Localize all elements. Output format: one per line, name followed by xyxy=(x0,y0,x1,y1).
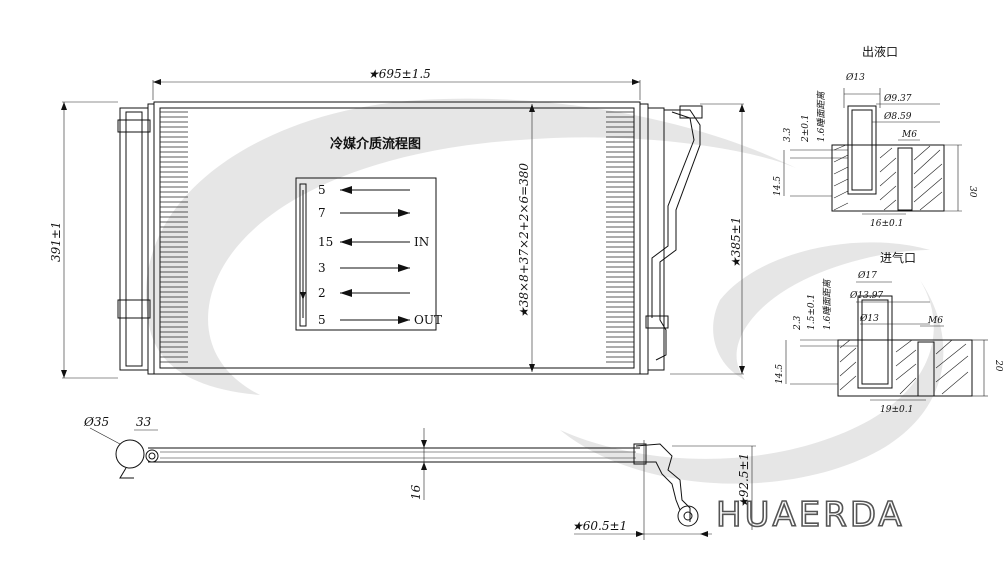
fins-right xyxy=(606,111,634,363)
flow-arrow-head xyxy=(398,316,410,324)
inlet-hatch xyxy=(839,339,969,395)
flow-arrow-head xyxy=(398,209,410,217)
flow-pass-row: 3 xyxy=(318,261,410,275)
side-h925: ★92.5±1 xyxy=(737,453,751,508)
flow-pass-row: 5 xyxy=(318,183,410,197)
inlet-w20: 20 xyxy=(993,359,1003,372)
flow-pass-count: 5 xyxy=(318,313,326,327)
outlet-h145: 14.5 xyxy=(773,176,783,196)
fins-left xyxy=(160,111,188,363)
flow-pass-row: 7 xyxy=(318,206,410,220)
inlet-h15: 1.5±0.1 xyxy=(807,294,817,330)
outlet-h33: 3.3 xyxy=(783,127,793,142)
flow-pass-count: 2 xyxy=(318,286,326,300)
outlet-d13: Ø13 xyxy=(845,72,865,83)
inlet-h16: 1.6睡面距离 xyxy=(822,278,833,330)
height-dimension-left: 391±1 xyxy=(49,221,63,262)
inlet-title: 进气口 xyxy=(880,250,916,265)
outlet-hatch xyxy=(833,144,943,211)
flow-pass-count: 7 xyxy=(318,206,326,220)
outlet-m6: M6 xyxy=(901,130,917,140)
outlet-w16: 16±0.1 xyxy=(870,219,903,229)
side-d35: Ø35 xyxy=(83,415,109,429)
inlet-m6: M6 xyxy=(927,316,943,326)
side-t16: 16 xyxy=(409,484,423,500)
flow-arrow-head xyxy=(340,238,352,246)
flow-pass-count: 15 xyxy=(318,235,333,249)
flow-pass-row: 15 IN xyxy=(318,235,429,249)
flow-diagram-title: 冷媒介质流程图 xyxy=(330,136,421,152)
brand-logo: HUAERDA xyxy=(716,495,905,535)
inlet-h23: 2.3 xyxy=(793,315,803,331)
inlet-w19: 19±0.1 xyxy=(880,405,913,415)
flow-pass-row: 2 xyxy=(318,286,410,300)
inlet-d13: Ø13 xyxy=(859,313,879,324)
flow-port-tag: IN xyxy=(414,235,429,249)
flow-arrow-head xyxy=(340,289,352,297)
flow-arrow-head xyxy=(340,186,352,194)
outlet-title: 出液口 xyxy=(862,44,898,59)
side-w605: ★60.5±1 xyxy=(572,519,627,533)
inlet-d17: Ø17 xyxy=(857,270,877,281)
side-d33: 33 xyxy=(136,415,152,429)
outlet-w30: 30 xyxy=(967,186,977,198)
outlet-d9-37: Ø9.37 xyxy=(883,93,912,104)
watermark-swirl xyxy=(145,98,944,484)
flow-pass-row: 5 OUT xyxy=(318,313,442,327)
flow-port-tag: OUT xyxy=(414,313,442,327)
width-dimension: ★695±1.5 xyxy=(368,67,431,81)
height-dimension-right: ★385±1 xyxy=(729,217,743,268)
flow-pass-count: 5 xyxy=(318,183,326,197)
outlet-h2: 2±0.1 xyxy=(801,114,811,143)
core-dimension: ★38×8+37×2+2×6=380 xyxy=(517,163,531,318)
inlet-h145: 14.5 xyxy=(775,364,785,384)
outlet-h16: 1.6睡面距离 xyxy=(816,90,827,142)
flow-pass-count: 3 xyxy=(318,261,326,275)
inlet-d13-97: Ø13.97 xyxy=(849,290,883,301)
flow-arrow-head xyxy=(398,264,410,272)
outlet-d8-59: Ø8.59 xyxy=(883,111,912,122)
